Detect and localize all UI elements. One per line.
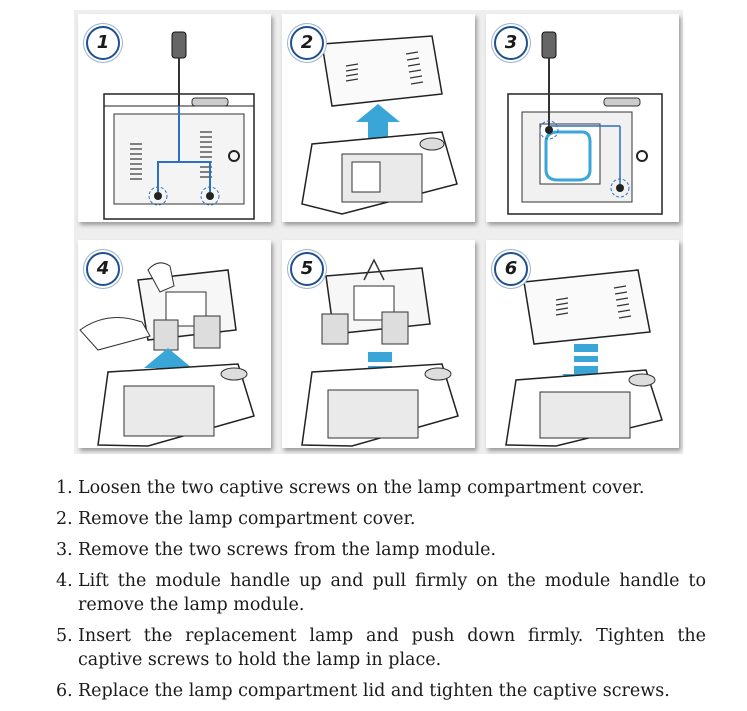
instruction-list: 1. Loosen the two captive screws on the … (56, 476, 706, 710)
projector-cover-screws-illustration (103, 31, 255, 220)
instruction-step-2: 2. Remove the lamp compartment cover. (56, 507, 706, 531)
step-number: 4. (56, 571, 73, 591)
step-illustration-2: 2 (282, 14, 475, 222)
step-text: Insert the replacement lamp and push dow… (78, 626, 706, 670)
page-top (0, 0, 747, 6)
step-illustration-4: 4 (78, 240, 271, 448)
step-text: Loosen the two captive screws on the lam… (78, 478, 645, 498)
step-text: Replace the lamp compartment lid and tig… (78, 681, 670, 701)
cover-removal-illustration (301, 35, 458, 215)
lift-lamp-module-illustration (79, 262, 255, 447)
instruction-step-4: 4. Lift the module handle up and pull fi… (56, 569, 706, 617)
step-number-badge: 4 (86, 252, 120, 286)
step-number-badge: 6 (494, 252, 528, 286)
step-number: 3. (56, 540, 73, 560)
step-number: 5. (56, 626, 73, 646)
instruction-step-5: 5. Insert the replacement lamp and push … (56, 624, 706, 672)
step-number-badge: 5 (290, 252, 324, 286)
instruction-step-3: 3. Remove the two screws from the lamp m… (56, 538, 706, 562)
instruction-step-6: 6. Replace the lamp compartment lid and … (56, 679, 706, 703)
step-number: 1. (56, 478, 73, 498)
step-text: Remove the lamp compartment cover. (78, 509, 416, 529)
insert-replacement-lamp-illustration (301, 258, 459, 447)
step-illustration-6: 6 (486, 240, 679, 448)
step-number: 2. (56, 509, 73, 529)
step-illustration-5: 5 (282, 240, 475, 448)
step-number-badge: 2 (290, 26, 324, 60)
step-illustration-1: 1 (78, 14, 271, 222)
lamp-module-screws-illustration (507, 31, 663, 215)
step-number: 6. (56, 681, 73, 701)
instruction-step-1: 1. Loosen the two captive screws on the … (56, 476, 706, 500)
step-number-badge: 3 (494, 26, 528, 60)
step-text: Remove the two screws from the lamp modu… (78, 540, 497, 560)
illustration-grid: 1 2 (74, 10, 683, 454)
step-number-badge: 1 (86, 26, 120, 60)
replace-cover-illustration (505, 269, 663, 447)
step-text: Lift the module handle up and pull firml… (78, 571, 706, 615)
step-illustration-3: 3 (486, 14, 679, 222)
